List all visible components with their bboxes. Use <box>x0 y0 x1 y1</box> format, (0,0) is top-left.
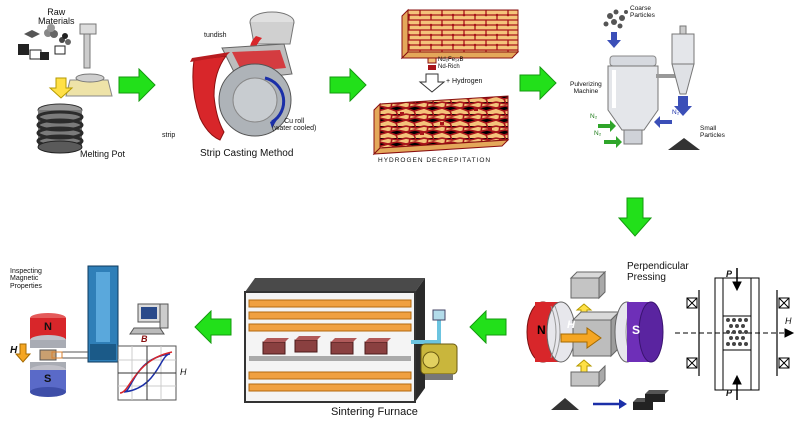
legend-nd2fe14b: Nd₂Fe₁₄B <box>438 57 464 63</box>
p-bottom-label: P <box>726 388 733 398</box>
h-field-label: H <box>567 319 575 331</box>
n2-label-a: N₂ <box>590 113 598 120</box>
sintering-furnace-caption: Sintering Furnace <box>331 406 418 418</box>
step-inspection: Inspecting Magnetic Properties N S H B H <box>0 262 195 431</box>
n-pole-label: N <box>44 321 52 333</box>
flow-arrow-4-down <box>618 197 652 237</box>
pulverizing-machine-label: Pulverizing Machine <box>570 81 602 95</box>
powder-grains <box>726 318 748 346</box>
step-strip-casting: tundish Cu roll (water cooled) strip Str… <box>160 0 330 175</box>
n-pole-label: N <box>537 323 546 337</box>
n2-label-c: N₂ <box>672 109 680 116</box>
h-right-label: H <box>785 316 792 326</box>
b-axis-label: B <box>141 334 148 344</box>
cu-roll-label: Cu roll (water cooled) <box>272 118 317 133</box>
weighing-scale <box>65 23 113 97</box>
hydrogen-illustration <box>372 8 520 156</box>
inspection-illustration <box>14 265 177 401</box>
flow-arrow-2 <box>329 68 367 102</box>
s-pole-label: S <box>632 323 641 337</box>
step-sintering: Sintering Furnace <box>235 272 465 431</box>
melting-pot-label: Melting Pot <box>80 149 126 159</box>
coarse-particles-label: Coarse Particles <box>630 5 655 19</box>
step-pulverizing: Coarse Particles Pulverizing Machine N₂ … <box>560 0 735 175</box>
p-top-label: P <box>726 269 733 279</box>
perpendicular-pressing-label: Perpendicular Pressing <box>627 261 689 283</box>
flow-arrow-5 <box>469 310 507 344</box>
s-pole-label: S <box>44 373 52 385</box>
hydrogen-label: + Hydrogen <box>446 78 483 85</box>
pulverizer-illustration <box>598 9 700 150</box>
pressing-illustration <box>526 268 795 410</box>
small-particles-label: Small Particles <box>700 125 725 139</box>
furnace-illustration <box>244 278 458 403</box>
down-arrow-icon <box>48 77 74 99</box>
flow-arrow-3 <box>519 66 557 100</box>
inspecting-label: Inspecting Magnetic Properties <box>10 268 42 290</box>
flow-arrow-1 <box>118 68 156 102</box>
raw-materials-label: Raw Materials <box>38 7 75 27</box>
step-pressing: Perpendicular Pressing N S H P P H <box>515 260 800 431</box>
hydrogen-caption: HYDROGEN DECREPITATION <box>378 157 492 164</box>
step-hydrogen: Nd₂Fe₁₄B Nd-Rich + Hydrogen HYDROGEN DEC… <box>370 0 520 175</box>
melting-illustration <box>18 23 113 154</box>
strip-label: strip <box>162 132 176 139</box>
h-field-label: H <box>10 345 18 356</box>
legend-nd-rich: Nd-Rich <box>438 64 460 70</box>
flow-arrow-6 <box>194 310 232 344</box>
step-melting: Raw Materials Melting Pot <box>0 0 130 175</box>
melting-pot-coil <box>36 103 84 154</box>
raw-material-blocks <box>18 24 71 60</box>
h-axis-label: H <box>180 367 187 377</box>
strip-casting-illustration <box>190 11 295 141</box>
tundish-label: tundish <box>204 32 227 39</box>
n2-label-b: N₂ <box>594 130 602 137</box>
strip-casting-caption: Strip Casting Method <box>200 148 294 159</box>
